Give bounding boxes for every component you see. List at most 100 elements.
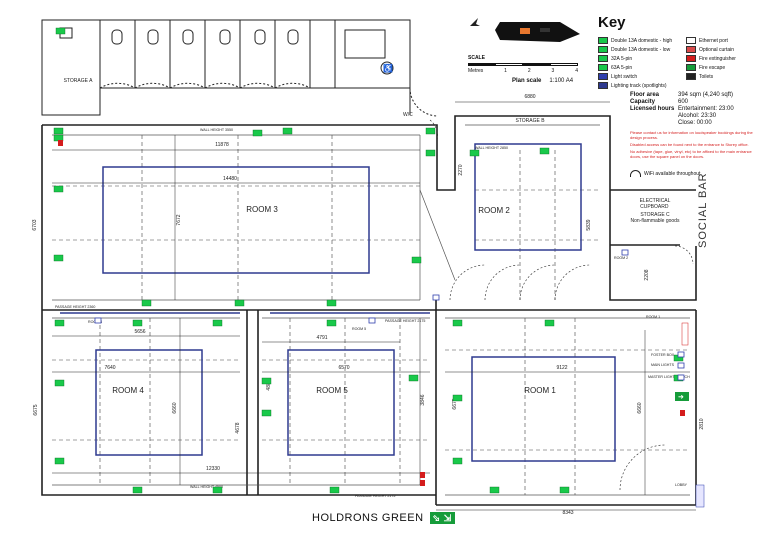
- light-switch-icon: [677, 374, 685, 381]
- lobby-entrance-panel: [695, 484, 705, 508]
- socket-icon: [329, 486, 340, 494]
- key-item-label: Lighting track (spotlights): [611, 82, 667, 89]
- wall-height-label: WALL HEIGHT 3550: [200, 128, 233, 132]
- curtain-marker: [681, 322, 689, 346]
- svg-text:➜: ➜: [678, 394, 684, 401]
- socket-icon: [212, 319, 223, 327]
- fact-value: Entertainment: 23:00 Alcohol: 23:30 Clos…: [678, 106, 734, 126]
- key-swatch-icon: [598, 64, 608, 71]
- storage-a-label: STORAGE A: [64, 78, 93, 84]
- key-swatch-icon: [598, 82, 608, 89]
- dim-12330: 12330: [206, 466, 220, 472]
- key-swatch-icon: [598, 46, 608, 53]
- key-item-label: Fire escape: [699, 64, 726, 71]
- socket-icon: [469, 149, 480, 157]
- room2-label: ROOM 2: [478, 206, 510, 215]
- light-switch-icon: [368, 317, 376, 324]
- fire-extinguishers: [58, 140, 685, 486]
- socket-icon: [53, 127, 64, 135]
- dim-7640: 7640: [104, 365, 115, 371]
- room5-track: [287, 349, 395, 456]
- fact-value: 600: [678, 99, 689, 105]
- dim-5656: 5656: [134, 329, 145, 335]
- key-item-label: Toilets: [699, 73, 714, 80]
- socket-icon: [261, 377, 272, 385]
- socket-icon: [559, 486, 570, 494]
- key-item-label: Fire extinguisher: [699, 55, 736, 62]
- scale-unit: Metres: [468, 68, 484, 74]
- dim-6675: 6675: [33, 404, 39, 415]
- note: Please contact us for information on lou…: [630, 130, 753, 140]
- key-swatch-icon: [686, 46, 696, 53]
- key-item: Fire extinguisher: [686, 55, 764, 62]
- wall-height-label-room2: WALL HEIGHT 2850: [475, 146, 508, 150]
- venue-notes: Please contact us for information on lou…: [630, 130, 762, 161]
- fact-row: Capacity 600: [630, 99, 760, 106]
- dim-7672: 7672: [176, 214, 182, 225]
- door-swings: [429, 119, 694, 491]
- site-map-icon: [470, 18, 580, 42]
- main-lights-label: MAIN LIGHTS: [651, 363, 675, 367]
- room3-track: [102, 166, 370, 274]
- socket-icon: [452, 319, 463, 327]
- dim-6660-room1: 6660: [637, 402, 643, 413]
- socket-icon: [252, 129, 263, 137]
- room3-label: ROOM 3: [246, 205, 278, 214]
- wifi-label: WiFi available throughout: [644, 170, 701, 177]
- socket-icon: [54, 457, 65, 465]
- fire-extinguisher-icon: [680, 410, 685, 416]
- light-switch-icon: [677, 351, 685, 358]
- socket-icon: [539, 147, 550, 155]
- dashed-grid: [52, 135, 690, 495]
- socket-icon: [452, 457, 463, 465]
- storage-b-label: STORAGE B: [515, 118, 545, 124]
- plan-scale-value: 1:100 A4: [549, 78, 574, 84]
- room5-switch-label: ROOM 5: [352, 327, 366, 331]
- key-item: Optional curtain: [686, 46, 764, 53]
- entrance-label: HOLDRONS GREEN ⬂ ⇲: [312, 512, 455, 524]
- room1-track: [471, 356, 616, 462]
- key-swatch-icon: [686, 37, 696, 44]
- key-item: Toilets: [686, 73, 764, 80]
- note: No adhesive (tape, glue, vinyl, etc) to …: [630, 149, 752, 159]
- fact-key: Floor area: [630, 92, 660, 98]
- key-item: 32A 5-pin: [598, 55, 684, 62]
- toilet-block: [41, 19, 439, 117]
- light-switch-icon: [677, 362, 685, 369]
- room5-label: ROOM 5: [316, 386, 348, 395]
- master-light-label: MASTER LIGHT SWITCH: [648, 375, 690, 379]
- fire-exits: ➜: [675, 392, 689, 401]
- fact-key: Capacity: [630, 99, 656, 105]
- socket-icon: [141, 299, 152, 307]
- socket-icon: [53, 185, 64, 193]
- social-bar-label: SOCIAL BAR: [697, 172, 709, 248]
- dim-2208: 2208: [644, 269, 650, 280]
- dimension-lines: [52, 101, 696, 511]
- dim-9122: 9122: [556, 365, 567, 371]
- fire-extinguisher-icon: [420, 472, 425, 478]
- key-item-label: 32A 5-pin: [611, 55, 633, 62]
- dim-14480: 14480: [223, 176, 237, 182]
- wc-label: W/C: [403, 112, 413, 118]
- socket-icon: [54, 379, 65, 387]
- scale-tick: 2: [527, 68, 531, 74]
- key-swatch-icon: [686, 73, 696, 80]
- passage-height-label-bottom: PASSAGE HEIGHT 2175: [355, 494, 395, 498]
- annotations: WALL HEIGHT 3550 WALL HEIGHT 2850 WALL H…: [55, 128, 690, 498]
- dimension-labels: 6880 11878 14480 7672 6703 2270 5839 220…: [32, 94, 705, 516]
- light-switch-icon: [94, 317, 102, 324]
- key-item: Ethernet port: [686, 37, 764, 44]
- key-item: 63A 5-pin: [598, 64, 684, 71]
- dim-6675-room1: 6675: [452, 398, 458, 409]
- socket-icon: [411, 256, 422, 264]
- dim-6660-room4: 6660: [172, 402, 178, 413]
- key-swatch-icon: [686, 55, 696, 62]
- socket-icon: [452, 394, 463, 402]
- key-item-label: 63A 5-pin: [611, 64, 633, 71]
- room1-switch-label: ROOM 1: [646, 315, 660, 319]
